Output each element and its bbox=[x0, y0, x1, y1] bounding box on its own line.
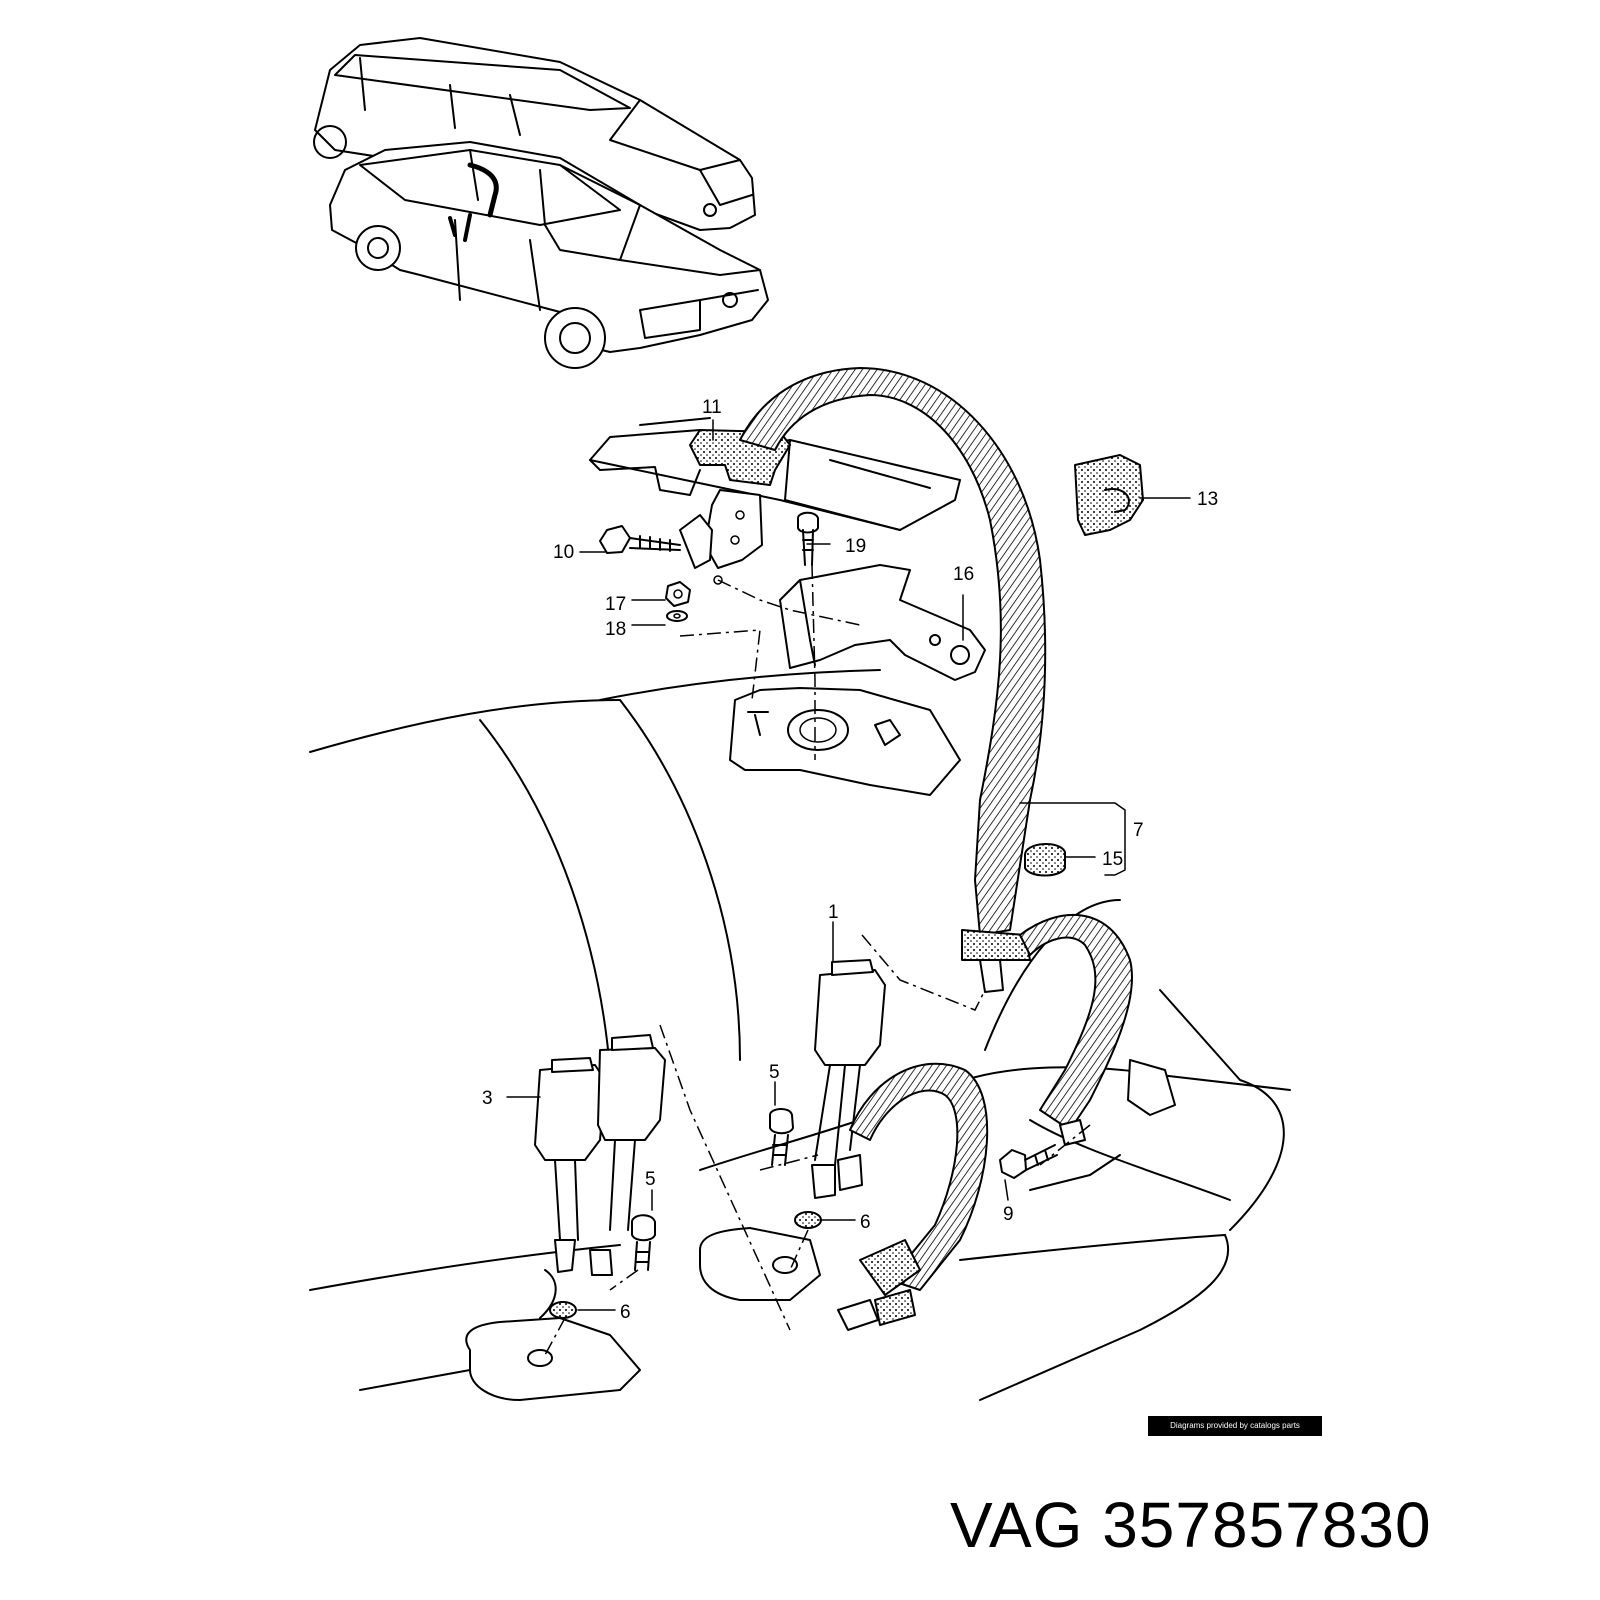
rear-seat-outline bbox=[309, 669, 1291, 1401]
callout-10: 10 bbox=[553, 542, 574, 563]
callout-11: 11 bbox=[702, 397, 722, 418]
car-sedan-illustration bbox=[329, 141, 769, 369]
lap-belt-right bbox=[1019, 914, 1176, 1146]
cover-cap-15 bbox=[1024, 843, 1066, 877]
diagram-credit-label: Diagrams provided by catalogs parts bbox=[1148, 1416, 1322, 1436]
callout-6-left: 6 bbox=[620, 1302, 631, 1323]
bolt-19 bbox=[797, 511, 819, 566]
seat-belt-strap-7 bbox=[739, 367, 1047, 993]
callout-7: 7 bbox=[1133, 820, 1144, 841]
upper-mount-assembly bbox=[589, 417, 961, 531]
nut-17 bbox=[665, 581, 691, 607]
callout-1: 1 bbox=[828, 902, 839, 923]
callout-18: 18 bbox=[605, 619, 626, 640]
floor-mount-center bbox=[699, 1227, 821, 1301]
callout-3: 3 bbox=[482, 1088, 493, 1109]
pillar-base bbox=[729, 687, 961, 796]
callout-17: 17 bbox=[605, 594, 626, 615]
washer-18 bbox=[666, 610, 688, 622]
callout-15: 15 bbox=[1102, 849, 1123, 870]
leader-lines bbox=[506, 419, 1191, 1311]
height-adjuster-16 bbox=[779, 564, 986, 681]
part-number-title: VAG 357857830 bbox=[950, 1489, 1432, 1561]
bolt-5-left bbox=[631, 1214, 656, 1271]
bolt-10 bbox=[599, 525, 681, 554]
buckle-3 bbox=[534, 1034, 666, 1276]
lap-belt-center bbox=[837, 1062, 989, 1331]
callout-9: 9 bbox=[1003, 1204, 1014, 1225]
bolt-5-center bbox=[769, 1108, 794, 1166]
trim-cap-13 bbox=[1074, 454, 1144, 536]
callout-6-center: 6 bbox=[860, 1212, 871, 1233]
bracket-plate bbox=[679, 489, 763, 585]
assembly-lines bbox=[544, 564, 1091, 1356]
callout-5-center: 5 bbox=[769, 1062, 780, 1083]
callout-labels: 11 13 10 19 16 17 18 7 15 1 5 3 5 6 9 6 bbox=[482, 397, 1218, 1323]
washer-6-left bbox=[549, 1301, 577, 1319]
callout-13: 13 bbox=[1197, 489, 1218, 510]
washer-6-center bbox=[794, 1211, 822, 1229]
callout-16: 16 bbox=[953, 564, 974, 585]
floor-mount-left bbox=[359, 1269, 641, 1401]
callout-5-left: 5 bbox=[645, 1169, 656, 1190]
buckle-1 bbox=[811, 959, 886, 1199]
callout-19: 19 bbox=[845, 536, 866, 557]
bolt-9 bbox=[999, 1144, 1058, 1179]
